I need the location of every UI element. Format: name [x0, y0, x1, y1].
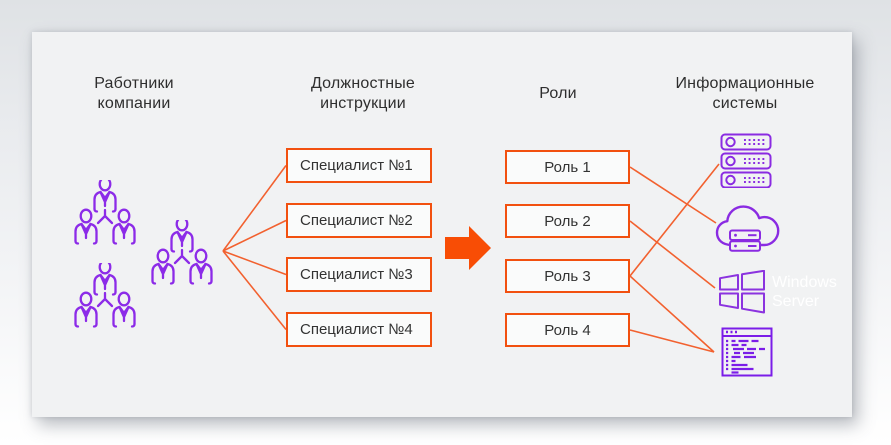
connector-role3-code: [629, 275, 715, 353]
role-label: Роль 1: [544, 158, 591, 176]
transform-arrow-icon: [445, 226, 491, 270]
specialist-label: Специалист №2: [300, 212, 413, 229]
connector-role3-servers: [629, 163, 720, 277]
windows-server-label: Windows Server: [772, 274, 837, 310]
server-rack-icon: [720, 133, 772, 188]
team-icon: [73, 263, 137, 329]
windows-logo-icon: [719, 270, 765, 314]
team-icon: [150, 220, 214, 286]
role-box-4: Роль 4: [505, 313, 630, 347]
diagram-card: Работники компании Должностные инструкци…: [32, 32, 852, 417]
connector-employees-specialist-4: [222, 250, 287, 331]
role-box-1: Роль 1: [505, 150, 630, 184]
role-label: Роль 2: [544, 212, 591, 230]
team-icon: [73, 180, 137, 246]
cloud-server-icon: [715, 205, 780, 252]
connector-employees-specialist-3: [222, 250, 287, 276]
connector-employees-specialist-2: [222, 219, 287, 252]
connector-role4-code: [629, 329, 715, 353]
specialist-box-4: Специалист №4: [286, 312, 432, 347]
specialist-label: Специалист №4: [300, 321, 413, 338]
column-header-systems: Информационные системы: [675, 75, 815, 112]
code-window-icon: [721, 327, 773, 377]
column-header-employees: Работники компании: [94, 75, 174, 112]
role-box-3: Роль 3: [505, 259, 630, 293]
specialist-label: Специалист №1: [300, 157, 413, 174]
role-label: Роль 3: [544, 267, 591, 285]
role-label: Роль 4: [544, 321, 591, 339]
connector-role2-windows: [629, 220, 716, 289]
specialist-box-2: Специалист №2: [286, 203, 432, 238]
role-box-2: Роль 2: [505, 204, 630, 238]
column-header-job-descriptions: Должностные инструкции: [310, 75, 416, 112]
connector-role1-cloud: [629, 166, 717, 224]
specialist-box-1: Специалист №1: [286, 148, 432, 183]
connector-lines: [222, 163, 720, 353]
connector-employees-specialist-1: [222, 165, 287, 252]
column-header-roles: Роли: [539, 85, 577, 102]
specialist-box-3: Специалист №3: [286, 257, 432, 292]
specialist-label: Специалист №3: [300, 266, 413, 283]
